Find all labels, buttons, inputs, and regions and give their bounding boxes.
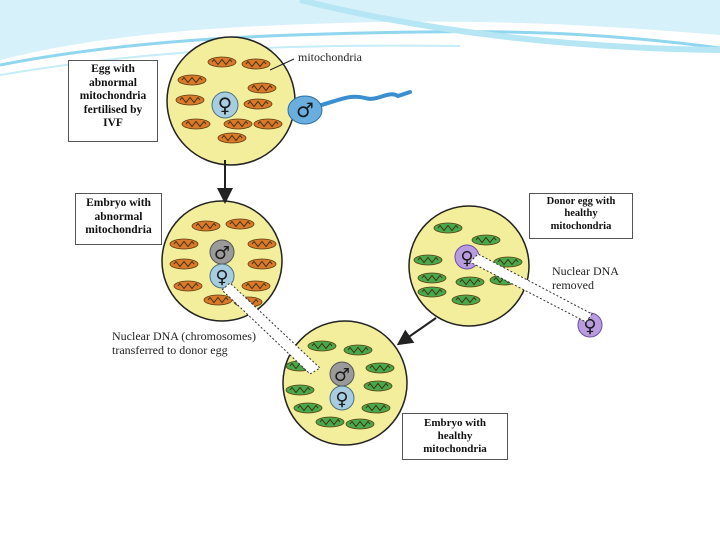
healthy-female-symbol: ♀ — [335, 389, 348, 410]
label-nuclear-removed: Nuclear DNA removed — [552, 264, 619, 293]
egg-female-symbol: ♀ — [218, 93, 233, 117]
label-embryo-abnormal: Embryo with abnormal mitochondria — [75, 193, 162, 245]
label-donor-egg: Donor egg with healthy mitochondria — [529, 193, 633, 239]
abnormal-mitochondrion — [241, 58, 271, 70]
abnormal-mitochondrion — [173, 280, 203, 292]
arrow-donor-to-healthy-embryo — [396, 317, 437, 346]
abnormal-mitochondrion — [253, 118, 283, 130]
sperm — [287, 90, 412, 125]
transfer-pipette — [221, 282, 321, 375]
healthy-mitochondrion — [455, 276, 485, 288]
abnormal-mitochondrion — [169, 238, 199, 250]
abnormal-mitochondrion — [243, 98, 273, 110]
abnormal-mitochondrion — [177, 74, 207, 86]
label-embryo-healthy: Embryo with healthy mitochondria — [402, 413, 508, 460]
abnormal-mitochondrion — [241, 280, 271, 292]
abnormal-mitochondrion — [225, 218, 255, 230]
healthy-mitochondrion — [417, 286, 447, 298]
egg-female-nucleus — [211, 91, 239, 119]
healthy-mitochondrion — [363, 380, 393, 392]
healthy-mitochondrion — [433, 222, 463, 234]
abnormal-mitochondrion — [207, 56, 237, 68]
healthy-mitochondrion — [451, 294, 481, 306]
arrows — [217, 58, 437, 346]
transfer-pipettes — [221, 253, 593, 375]
sperm-male-symbol: ♂ — [296, 98, 314, 122]
healthy-mitochondrion — [285, 384, 315, 396]
abnormal-mitochondrion — [169, 258, 199, 270]
healthy-mitochondrion — [361, 402, 391, 414]
abnormal-mitochondrion — [175, 94, 205, 106]
healthy-mitochondrion — [417, 272, 447, 284]
abnormal-mitochondrion — [203, 294, 233, 306]
abnormal-mitochondrion — [191, 220, 221, 232]
sperm-head — [287, 95, 323, 125]
healthy-mitochondrion — [343, 344, 373, 356]
healthy-mitochondrion — [307, 340, 337, 352]
healthy-mitochondrion — [293, 402, 323, 414]
abnormal-mitochondrion — [223, 118, 253, 130]
healthy-mitochondrion — [365, 362, 395, 374]
donor-female-symbol: ♀ — [460, 248, 473, 269]
mitochondria-pointer-line — [269, 58, 295, 71]
abnormal-mitochondrion — [217, 132, 247, 144]
label-egg-ivf: Egg with abnormal mitochondria fertilise… — [68, 60, 158, 142]
embryo-female-nucleus — [209, 263, 235, 289]
healthy-female-nucleus — [329, 385, 355, 411]
abnormal-mitochondrion — [247, 82, 277, 94]
removal-pipette — [469, 253, 593, 323]
healthy-mitochondrion — [345, 418, 375, 430]
embryo-male-symbol: ♂ — [214, 243, 230, 264]
label-nuclear-transferred: Nuclear DNA (chromosomes) transferred to… — [112, 329, 256, 358]
healthy-male-symbol: ♂ — [334, 365, 350, 386]
embryo-female-symbol: ♀ — [215, 267, 228, 288]
abnormal-mitochondrion — [247, 258, 277, 270]
healthy-mitochondrion — [413, 254, 443, 266]
abnormal-mitochondrion — [181, 118, 211, 130]
healthy-mitochondrion — [471, 234, 501, 246]
abnormal-mitochondrion — [247, 238, 277, 250]
sperm-tail — [316, 90, 412, 108]
label-mitochondria: mitochondria — [298, 50, 362, 64]
healthy-mitochondrion — [315, 416, 345, 428]
